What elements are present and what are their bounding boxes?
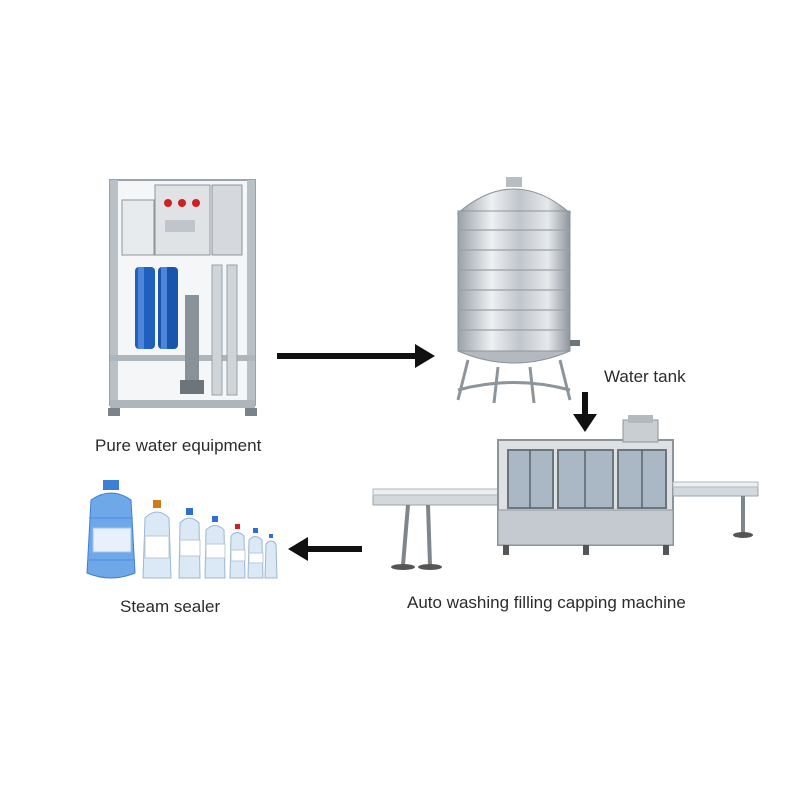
arrow-right-icon: [277, 344, 437, 368]
filling-machine-image: [368, 415, 768, 580]
bottles-label: Steam sealer: [120, 597, 221, 616]
water-tank-image: [448, 175, 580, 410]
filling-machine-label: Auto washing filling capping machine: [407, 593, 686, 612]
arrow-down-icon: [573, 392, 597, 432]
water-bottles-image: [85, 478, 280, 588]
pure-water-equipment-label: Pure water equipment: [95, 436, 262, 455]
arrow-left-icon: [288, 537, 363, 561]
pure-water-equipment-image: [100, 175, 265, 425]
water-tank-label: Water tank: [604, 367, 686, 386]
